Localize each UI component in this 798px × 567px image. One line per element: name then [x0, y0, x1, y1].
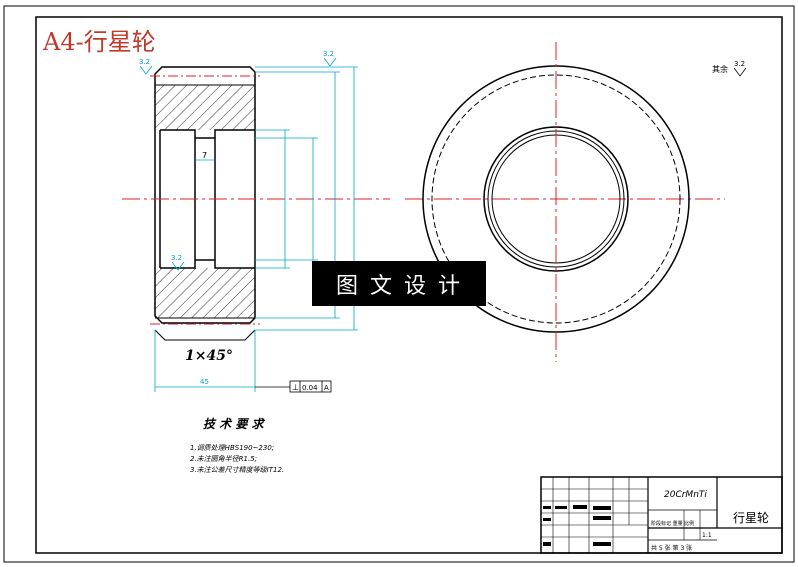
- title-block: [540, 476, 783, 554]
- front-view: [422, 42, 690, 362]
- width-dim-label: 45: [200, 378, 209, 386]
- roughness-other-prefix: 其余: [712, 64, 728, 74]
- tolerance-value: 0.04: [302, 384, 318, 392]
- material-label: 20CrMnTi: [664, 490, 707, 500]
- sheet-title: A4-行星轮: [42, 28, 156, 56]
- hatch-top: [155, 85, 255, 130]
- scale-label: 1:1: [702, 532, 712, 539]
- inner-border: [35, 16, 783, 554]
- requirement-item-1: 1.调质处理HBS190~230;: [190, 444, 274, 452]
- roughness-inner: 3.2: [171, 254, 182, 262]
- tolerance-symbol: ⊥: [292, 383, 299, 392]
- hatch-bottom: [155, 268, 255, 318]
- tolerance-datum: A: [324, 384, 329, 392]
- sheet-info-label: 共 5 张 第 3 张: [651, 544, 692, 552]
- part-name-label: 行星轮: [733, 511, 769, 525]
- roughness-main: 3.2: [323, 50, 334, 58]
- section-outline: [154, 66, 256, 324]
- requirement-item-3: 3.未注公差尺寸精度等级IT12.: [190, 466, 284, 474]
- requirements-heading: 技 术 要 求: [203, 417, 266, 431]
- title-block-marks: [543, 505, 611, 546]
- outer-border: [3, 5, 795, 563]
- bore-dim-label: 7: [202, 151, 207, 160]
- watermark-banner: 图文设计: [312, 261, 486, 306]
- roughness-other-symbol: [733, 67, 747, 77]
- requirement-item-2: 2.未注圆角半径R1.5;: [190, 455, 257, 463]
- pitch-circle: [431, 74, 681, 324]
- chamfer-label: 1×45°: [185, 348, 233, 364]
- roughness-top-left: 3.2: [139, 58, 150, 66]
- header-row-label: 阶段标记 重量 比例: [651, 520, 694, 527]
- tolerance-frame: [255, 380, 332, 393]
- roughness-other-value: 3.2: [734, 60, 745, 68]
- roughness-symbols: [139, 57, 337, 271]
- section-view: [150, 66, 260, 341]
- hub-circle: [483, 126, 629, 272]
